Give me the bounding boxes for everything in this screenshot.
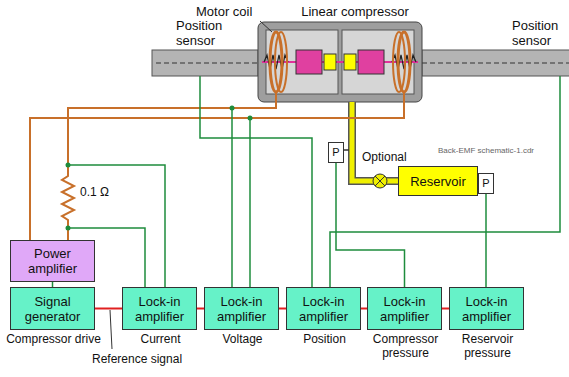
lock-in-box: Lock-in amplifierVoltage — [204, 287, 279, 330]
box-title: P — [482, 176, 489, 191]
box-title: Signal generator — [11, 292, 94, 326]
amplifier-box: Power amplifier — [10, 240, 95, 282]
motor-coil — [393, 32, 405, 92]
box-title: Lock-in amplifier — [450, 292, 523, 326]
box-caption: Voltage — [204, 332, 282, 346]
motor-coil — [275, 32, 287, 92]
box-caption: Compressor drive — [2, 332, 106, 346]
position-sensor-rod — [422, 50, 569, 76]
sensor-connector — [336, 163, 405, 287]
reservoir-tank: Reservoir — [398, 166, 478, 196]
reference-connector — [442, 308, 449, 310]
valve-symbol — [375, 176, 385, 186]
magnet — [296, 50, 322, 74]
lock-in-box: Lock-in amplifierReservoir pressure — [449, 287, 524, 330]
junction-dot — [248, 116, 253, 121]
piston — [324, 54, 336, 70]
part-label: Position sensor — [512, 18, 568, 48]
magnet — [358, 50, 384, 74]
sensor-tap — [344, 149, 349, 151]
signal-label: Reference signal — [92, 352, 182, 366]
leader-line — [110, 310, 112, 349]
lock-in-box: Lock-in amplifierCurrent — [122, 287, 197, 330]
box-caption: Current — [122, 332, 200, 346]
part-label: Position sensor — [176, 18, 232, 48]
box-caption: Position — [286, 332, 364, 346]
drive-wire — [62, 93, 276, 240]
valve-symbol — [373, 174, 387, 188]
box-caption: Compressor pressure — [367, 332, 445, 360]
box-title: Power amplifier — [11, 244, 94, 278]
position-sensor-rod — [152, 50, 258, 76]
sense-wire — [231, 108, 233, 287]
piston — [344, 54, 356, 70]
gas-pipe — [352, 102, 398, 181]
gas-pipe — [352, 102, 398, 181]
valve-symbol — [375, 176, 385, 186]
leader-line — [260, 21, 272, 32]
box-title: P — [332, 145, 339, 160]
sense-wire — [330, 76, 560, 287]
junction-dot — [66, 226, 71, 231]
file-watermark: Back-EMF schematic-1.cdr — [438, 146, 534, 156]
pressure-sensor: P — [328, 142, 344, 163]
junction-dot — [230, 106, 235, 111]
junction-dot — [66, 163, 71, 168]
box-caption: Reservoir pressure — [449, 332, 527, 360]
box-title: Lock-in amplifier — [205, 292, 278, 326]
rod-axis — [156, 63, 258, 64]
piston-shaft — [262, 61, 418, 63]
reference-connector — [197, 308, 204, 310]
drive-wire — [30, 93, 404, 240]
reference-connector — [95, 308, 122, 310]
compressor-housing — [258, 22, 422, 102]
resistor-value: 0.1 Ω — [80, 185, 109, 199]
part-label: Motor coil — [196, 4, 252, 19]
sensor-connector — [485, 194, 487, 287]
box-title: Lock-in amplifier — [287, 292, 360, 326]
box-title: Reservoir — [406, 172, 470, 191]
sense-wire — [200, 76, 312, 287]
pressure-sensor: P — [478, 173, 494, 194]
lock-in-box: Lock-in amplifierCompressor pressure — [367, 287, 442, 330]
generator-box: Signal generatorCompressor drive — [10, 287, 95, 330]
box-title: Lock-in amplifier — [368, 292, 441, 326]
reference-connector — [279, 308, 286, 310]
box-title: Lock-in amplifier — [123, 292, 196, 326]
rod-axis — [422, 63, 569, 64]
lock-in-box: Lock-in amplifierPosition — [286, 287, 361, 330]
sense-wire — [249, 118, 251, 287]
part-label: Linear compressor — [290, 4, 420, 19]
note-label: Optional — [362, 150, 407, 164]
